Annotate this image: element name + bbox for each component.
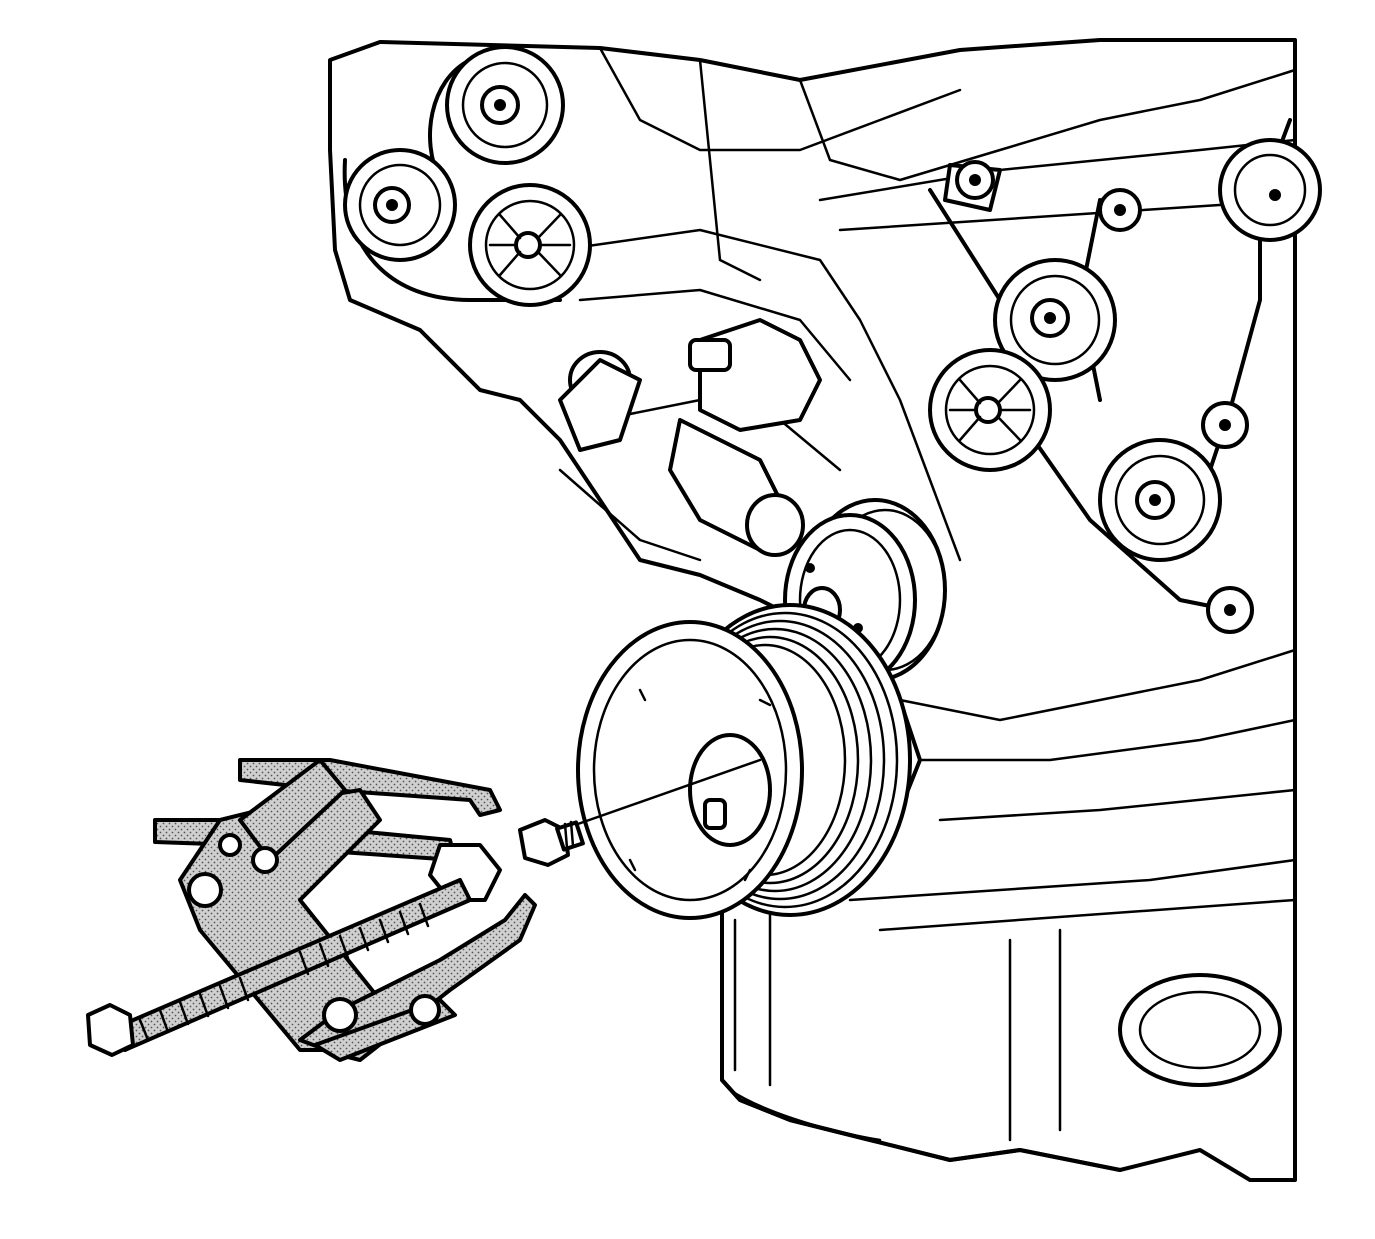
puller-tool: [86, 758, 537, 1062]
idler-pulley-upper-left: [445, 45, 565, 165]
idler-pulley-left: [343, 148, 457, 262]
spoked-pulley-right: [928, 348, 1052, 472]
idler-pulley-far-right: [1218, 138, 1322, 242]
idler-pulley-right-upper: [993, 258, 1117, 382]
crankshaft-balancer: [576, 603, 912, 920]
idler-pulley-right-lower: [1098, 438, 1222, 562]
balancer-bolt: [518, 758, 762, 867]
spoked-pulley-left: [468, 183, 592, 307]
